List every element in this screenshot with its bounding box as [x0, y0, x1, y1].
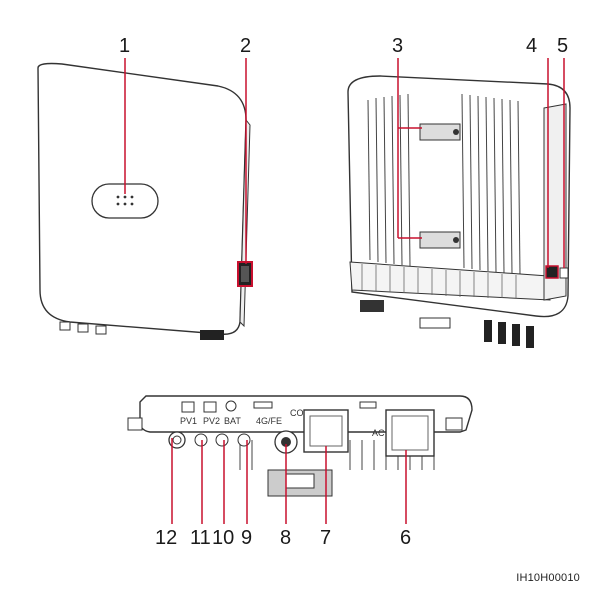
- heat-sink-fins: [367, 93, 521, 275]
- callout-9: 9: [241, 527, 253, 549]
- callout-1: 1: [119, 35, 131, 57]
- rear-panel: [347, 75, 571, 318]
- ground-point: [559, 267, 569, 279]
- fe-label: 4G/FE: [256, 416, 282, 426]
- com-label: COM: [290, 408, 311, 418]
- pv2-port: [215, 433, 229, 447]
- pv1-port: [194, 433, 208, 447]
- callout-6: 6: [400, 527, 412, 549]
- callout-8: 8: [280, 527, 292, 549]
- bat-label: BAT: [224, 416, 241, 426]
- callout-2: 2: [240, 35, 252, 57]
- ac-label: AC: [372, 428, 385, 438]
- callout-7: 7: [320, 527, 332, 549]
- pv2-label: PV2: [203, 416, 220, 426]
- locking-screw-hole: [545, 265, 559, 279]
- bat-port: [237, 433, 251, 447]
- callout-5: 5: [557, 35, 569, 57]
- lower-hanging-bracket: [419, 231, 461, 249]
- figure-id: IH10H00010: [516, 572, 580, 584]
- callout-12: 12: [155, 527, 178, 549]
- com-port: [303, 409, 349, 453]
- callout-10: 10: [212, 527, 235, 549]
- callout-11: 11: [190, 527, 211, 549]
- pv1-label: PV1: [180, 416, 197, 426]
- callout-4: 4: [526, 35, 538, 57]
- callout-3: 3: [392, 35, 404, 57]
- ac-port: [385, 409, 435, 457]
- upper-hanging-bracket: [419, 123, 461, 141]
